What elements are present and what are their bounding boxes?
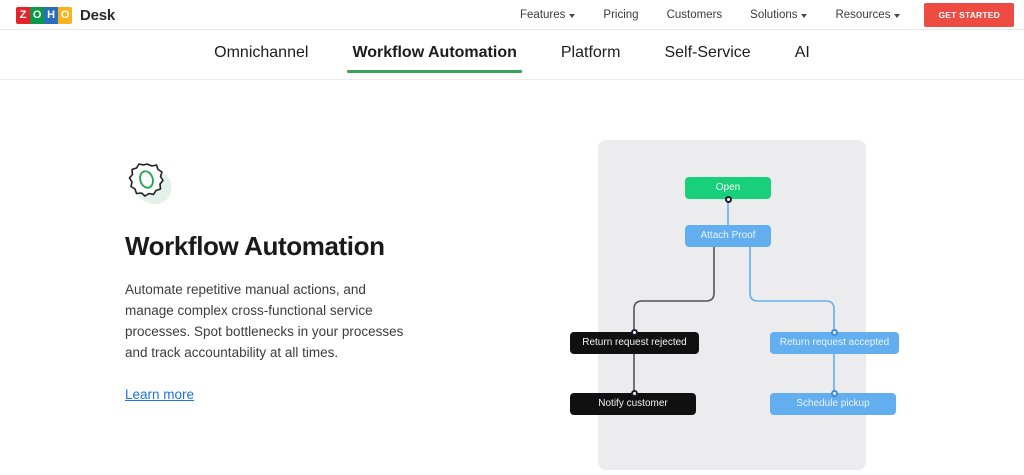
chevron-down-icon — [801, 14, 808, 18]
learn-more-link[interactable]: Learn more — [125, 386, 195, 402]
flow-node-notify-customer-label: Notify customer — [598, 398, 668, 409]
nav-item-solutions[interactable]: Solutions — [736, 0, 821, 30]
nav-item-customers[interactable]: Customers — [653, 0, 737, 30]
flow-node-attach-proof[interactable]: Attach Proof — [685, 225, 771, 247]
nav-item-features-label: Features — [520, 9, 566, 21]
port-rejected-top — [630, 329, 638, 336]
flow-node-schedule-pickup-label: Schedule pickup — [796, 398, 870, 409]
tab-omnichannel-label: Omnichannel — [214, 44, 309, 61]
flow-node-return-request-rejected-label: Return request rejected — [582, 337, 687, 348]
gear-icon — [125, 160, 173, 204]
tab-workflow-automation[interactable]: Workflow Automation — [330, 31, 538, 73]
tab-ai-label: AI — [794, 44, 810, 61]
zoho-logo-icon: Z O H O — [16, 6, 72, 24]
tab-self-service[interactable]: Self-Service — [642, 31, 772, 73]
flow-node-attach-proof-label: Attach Proof — [700, 230, 756, 241]
get-started-button[interactable]: GET STARTED — [924, 3, 1014, 27]
flow-node-open-label: Open — [715, 182, 741, 193]
nav-item-solutions-label: Solutions — [750, 9, 798, 21]
nav-item-resources-label: Resources — [835, 9, 891, 21]
page-title: Workflow Automation — [125, 231, 385, 261]
zoho-logo-letter-o1: O — [30, 6, 44, 24]
zoho-logo-letter-z: Z — [16, 6, 30, 24]
section-tab-strip: Omnichannel Workflow Automation Platform… — [0, 31, 1024, 80]
tab-omnichannel[interactable]: Omnichannel — [192, 31, 330, 73]
flow-node-return-request-accepted-label: Return request accepted — [779, 337, 890, 348]
port-open-bottom — [724, 195, 732, 203]
gear-icon-glyph — [128, 163, 164, 197]
tab-workflow-automation-label: Workflow Automation — [352, 44, 517, 61]
chevron-down-icon — [894, 14, 901, 18]
chevron-down-icon — [569, 14, 576, 18]
zoho-logo-letter-o2: O — [58, 6, 72, 24]
feature-content-column: Workflow Automation Automate repetitive … — [125, 160, 455, 404]
tab-platform-label: Platform — [560, 44, 621, 61]
flow-node-return-request-rejected[interactable]: Return request rejected — [570, 332, 699, 354]
port-accepted-top — [830, 329, 838, 336]
flow-node-return-request-accepted[interactable]: Return request accepted — [770, 332, 899, 354]
flow-node-notify-customer[interactable]: Notify customer — [570, 393, 696, 415]
flow-node-open[interactable]: Open — [685, 177, 771, 199]
nav-item-features[interactable]: Features — [506, 0, 589, 30]
nav-item-customers-label: Customers — [666, 9, 723, 21]
tab-self-service-label: Self-Service — [664, 44, 751, 61]
flow-node-schedule-pickup[interactable]: Schedule pickup — [770, 393, 896, 415]
tab-platform[interactable]: Platform — [539, 31, 643, 73]
nav-item-pricing-label: Pricing — [603, 9, 639, 21]
zoho-logo-letter-h: H — [44, 6, 58, 24]
port-notify-top — [630, 390, 638, 397]
nav-item-resources[interactable]: Resources — [821, 0, 914, 30]
port-schedule-top — [830, 390, 838, 397]
nav-item-pricing[interactable]: Pricing — [589, 0, 652, 30]
brand-logo[interactable]: Z O H O Desk — [16, 0, 115, 30]
feature-description: Automate repetitive manual actions, and … — [125, 281, 404, 360]
top-header-bar: Z O H O Desk Features Pricing Customers … — [0, 0, 1024, 30]
product-name: Desk — [80, 6, 116, 24]
tab-ai[interactable]: AI — [773, 31, 832, 73]
primary-navigation: Features Pricing Customers Solutions Res… — [506, 0, 1024, 30]
